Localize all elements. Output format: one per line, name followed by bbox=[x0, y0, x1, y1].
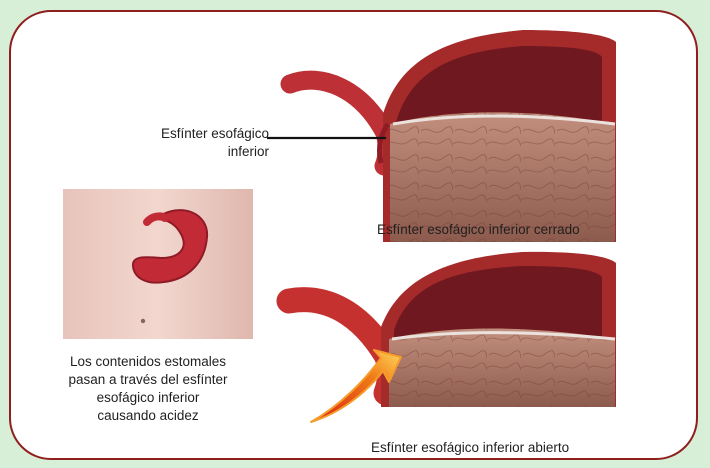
abdomen-stomach-view bbox=[63, 189, 253, 339]
open-stomach-texture bbox=[389, 329, 615, 408]
sphincter-label: Esfínter esofágico inferior bbox=[121, 125, 269, 161]
open-caption: Esfínter esofágico inferior abierto bbox=[371, 439, 671, 457]
diagram-frame: Esfínter esofágico inferior Esfínter eso… bbox=[9, 10, 698, 460]
closed-sphincter-illustration bbox=[267, 30, 616, 242]
closed-caption: Esfínter esofágico inferior cerrado bbox=[377, 221, 677, 239]
contents-caption: Los contenidos estomales pasan a través … bbox=[41, 353, 255, 425]
closed-esophagus bbox=[290, 80, 387, 166]
navel bbox=[141, 319, 145, 323]
open-sphincter-illustration bbox=[289, 252, 616, 422]
